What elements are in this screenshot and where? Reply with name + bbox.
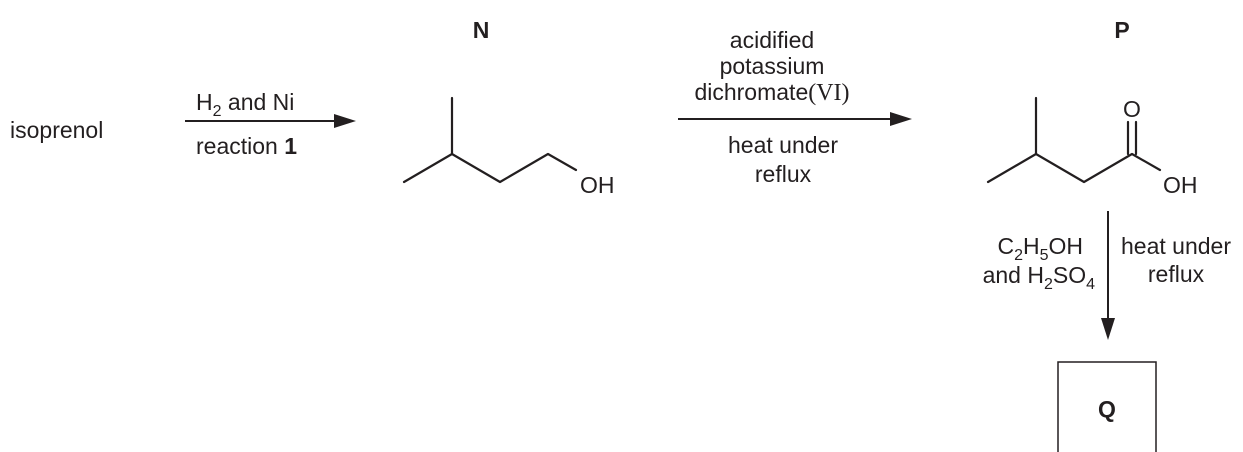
reaction1-label: reaction 1 (196, 133, 297, 159)
oxidation-reagent-line3: dichromate(VI) (694, 79, 849, 106)
oxidation-arrow (678, 112, 912, 126)
oxidation-reagent-line2: potassium (720, 53, 825, 79)
esterification-condition-line2: reflux (1148, 261, 1205, 287)
compound-q-label: Q (1098, 396, 1116, 422)
esterification-reagent-line2: and H2SO4 (983, 262, 1096, 293)
compound-q-box (1057, 361, 1157, 452)
compound-p-skeleton (986, 96, 1162, 184)
compound-p-hydroxyl: OH (1163, 172, 1198, 198)
reaction1-arrow (185, 114, 356, 128)
reaction1-reagent: H2 and Ni (196, 89, 294, 120)
compound-p-carbonyl-oxygen: O (1123, 96, 1141, 122)
esterification-condition-line1: heat under (1121, 233, 1231, 259)
oxidation-condition-line1: heat under (728, 132, 838, 158)
esterification-reagent-line1: C2H5OH (997, 233, 1083, 264)
compound-n-skeleton (402, 96, 578, 184)
compound-n-label: N (473, 17, 490, 43)
compound-p-label: P (1114, 17, 1129, 43)
compound-n-hydroxyl: OH (580, 172, 615, 198)
esterification-arrow (1101, 211, 1115, 340)
oxidation-condition-line2: reflux (755, 161, 812, 187)
oxidation-reagent-line1: acidified (730, 27, 814, 53)
isoprenol-label: isoprenol (10, 117, 103, 143)
